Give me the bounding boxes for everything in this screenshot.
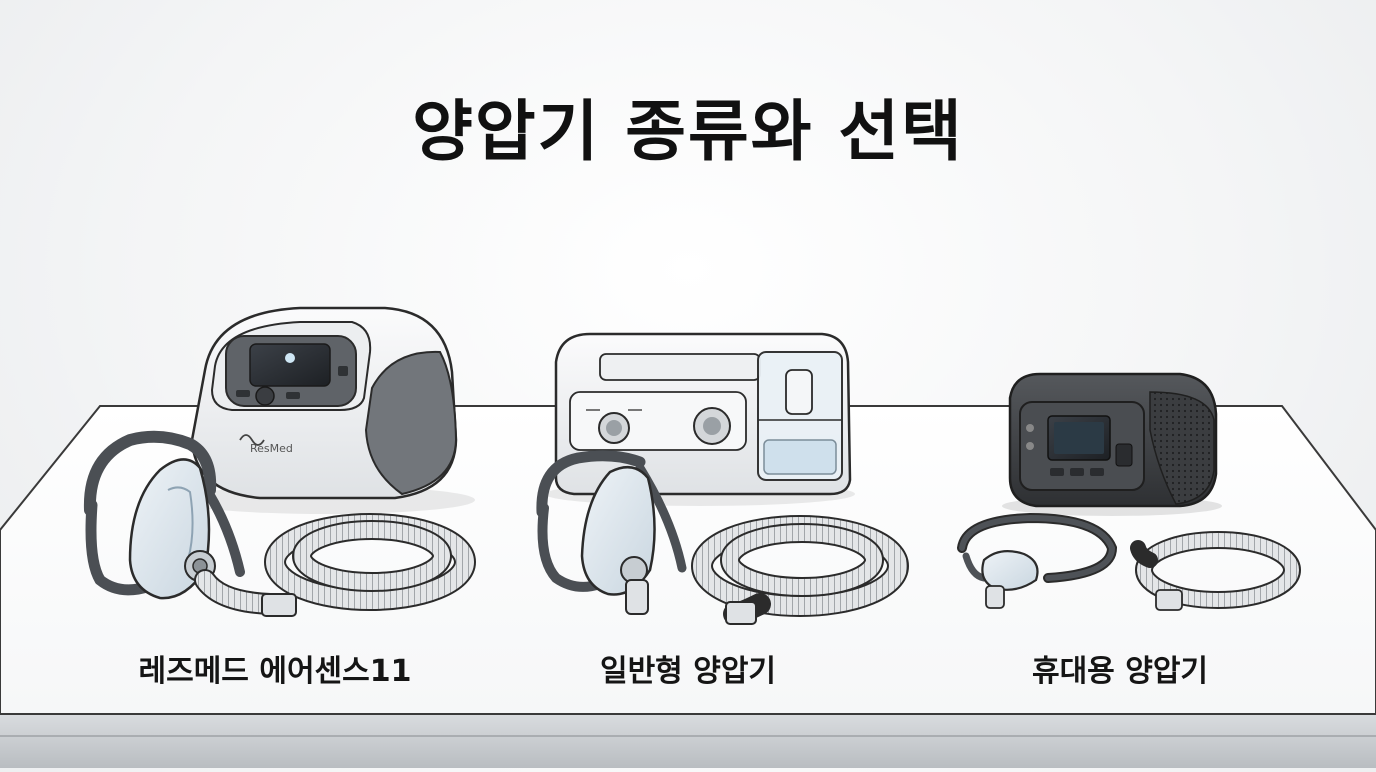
resmed-logo: ResMed [250,442,293,455]
resmed-airsense11-device: ResMed [175,306,475,514]
hose-3 [1130,531,1301,611]
hose-2 [691,515,909,625]
full-face-mask-2 [536,450,687,615]
portable-cpap-device [1002,372,1222,516]
full-face-mask-1 [83,430,245,600]
product-label-portable-cpap: 휴대용 양압기 [1031,654,1209,689]
standard-cpap-device [545,332,855,506]
page-title: 양압기 종류와 선택 [412,93,964,170]
nasal-mask-3 [957,512,1118,609]
product-label-resmed-airsense11: 레즈메드 에어센스11 [138,654,412,689]
hose-1 [194,513,476,617]
product-label-standard-cpap: 일반형 양압기 [599,654,777,689]
